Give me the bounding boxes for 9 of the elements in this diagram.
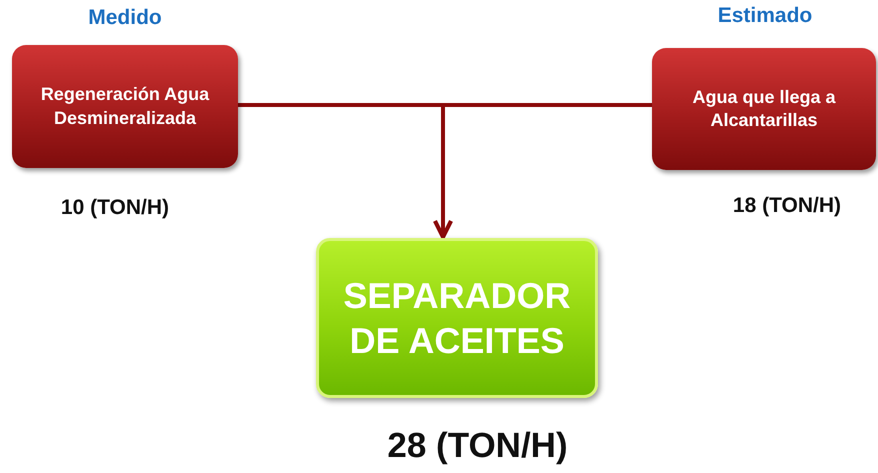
connector-arrow xyxy=(433,103,652,239)
process-box: SEPARADOR DE ACEITES xyxy=(316,238,598,398)
flow-rate-label: 10 (TON/H) xyxy=(60,196,170,220)
process-box: Regeneración Agua Desmineralizada xyxy=(12,45,238,168)
heading-text: Medido xyxy=(87,6,163,30)
flow-rate-label: 28 (TON/H) xyxy=(386,426,569,466)
heading-text: Estimado xyxy=(716,4,814,28)
process-box: Agua que llega a Alcantarillas xyxy=(652,48,876,170)
flow-rate-label: 18 (TON/H) xyxy=(732,194,842,218)
